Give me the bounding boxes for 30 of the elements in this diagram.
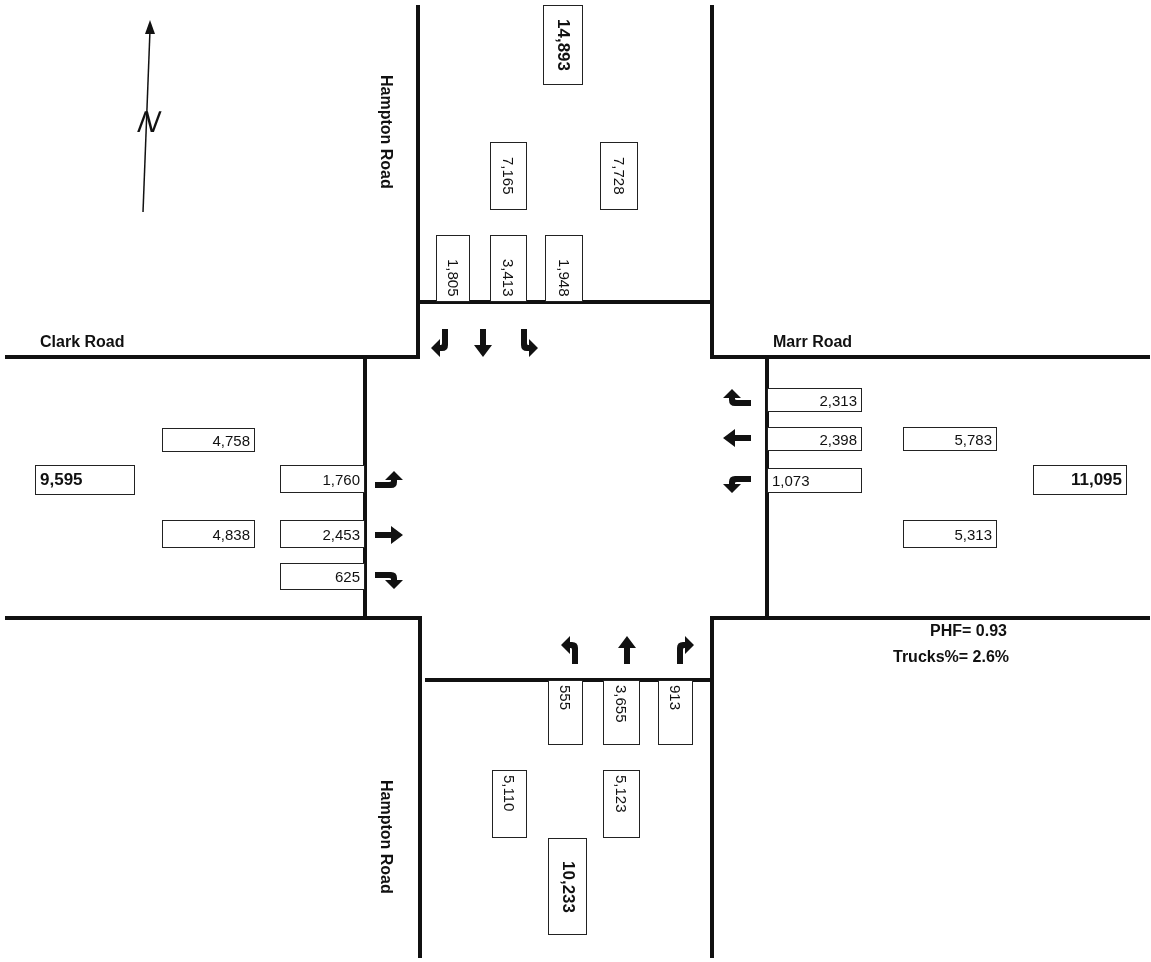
volume-box: 5,123 xyxy=(603,770,640,838)
volume-box: 2,313 xyxy=(767,388,862,412)
volume-box: 3,413 xyxy=(490,235,527,302)
volume-box: 3,655 xyxy=(603,680,640,745)
volume-box: 1,760 xyxy=(280,465,365,493)
volume-box: 913 xyxy=(658,680,693,745)
truck-percent-note: Trucks%= 2.6% xyxy=(893,648,1010,666)
street-name: Marr Road xyxy=(773,333,853,351)
volume-box: 2,453 xyxy=(280,520,365,548)
volume-box: 4,758 xyxy=(162,428,255,452)
volume-box: 11,095 xyxy=(1033,465,1127,495)
volume-box: 14,893 xyxy=(543,5,583,85)
volume-box: 555 xyxy=(548,680,583,745)
street-name: Clark Road xyxy=(40,333,125,351)
volume-box: 7,165 xyxy=(490,142,527,210)
phf-note: PHF= 0.93 xyxy=(930,622,1007,640)
volume-box: 10,233 xyxy=(548,838,587,935)
volume-box: 9,595 xyxy=(35,465,135,495)
volume-box: 7,728 xyxy=(600,142,638,210)
volume-box: 5,783 xyxy=(903,427,997,451)
volume-box: 4,838 xyxy=(162,520,255,548)
volume-box: 2,398 xyxy=(767,427,862,451)
volume-box: 1,805 xyxy=(436,235,470,302)
volume-box: 5,110 xyxy=(492,770,527,838)
volume-box: 1,073 xyxy=(767,468,862,493)
street-name: Hampton Road xyxy=(377,75,395,189)
volume-box: 1,948 xyxy=(545,235,583,302)
volume-box: 625 xyxy=(280,563,365,590)
street-name: Hampton Road xyxy=(377,780,395,894)
volume-box: 5,313 xyxy=(903,520,997,548)
